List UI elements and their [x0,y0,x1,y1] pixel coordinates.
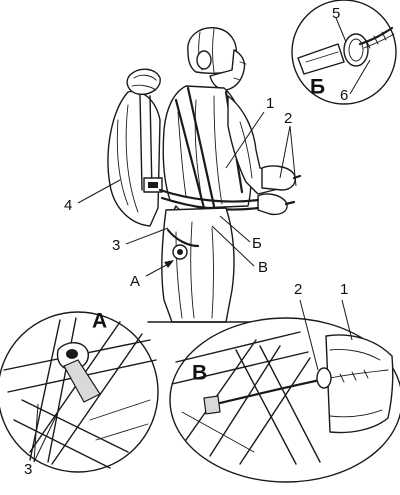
leader-lines [77,111,297,277]
inset-v-label-2: 2 [294,281,302,298]
parachute-pack [107,90,161,227]
label-v: В [258,259,268,276]
inset-b-title: Б [310,76,325,99]
label-2: 2 [284,110,292,127]
inset-b-label-5: 5 [332,5,340,22]
labels: 1 2 4 3 А Б В Б 5 6 А 3 В 1 2 [24,5,348,478]
label-a: А [130,273,140,290]
inset-v-label-1: 1 [340,281,348,298]
label-3: 3 [112,237,120,254]
label-1: 1 [266,95,274,112]
inset-a-title: А [92,310,107,333]
inset-a [0,311,159,473]
paratrooper-figure [107,27,302,323]
helmet [187,27,237,75]
label-4: 4 [64,197,72,214]
inset-b [291,0,397,105]
inset-v [169,299,400,483]
label-b: Б [252,235,262,252]
inset-a-label-3: 3 [24,461,32,478]
inset-v-title: В [192,362,207,385]
legs [161,207,235,323]
inset-b-label-6: 6 [340,87,348,104]
